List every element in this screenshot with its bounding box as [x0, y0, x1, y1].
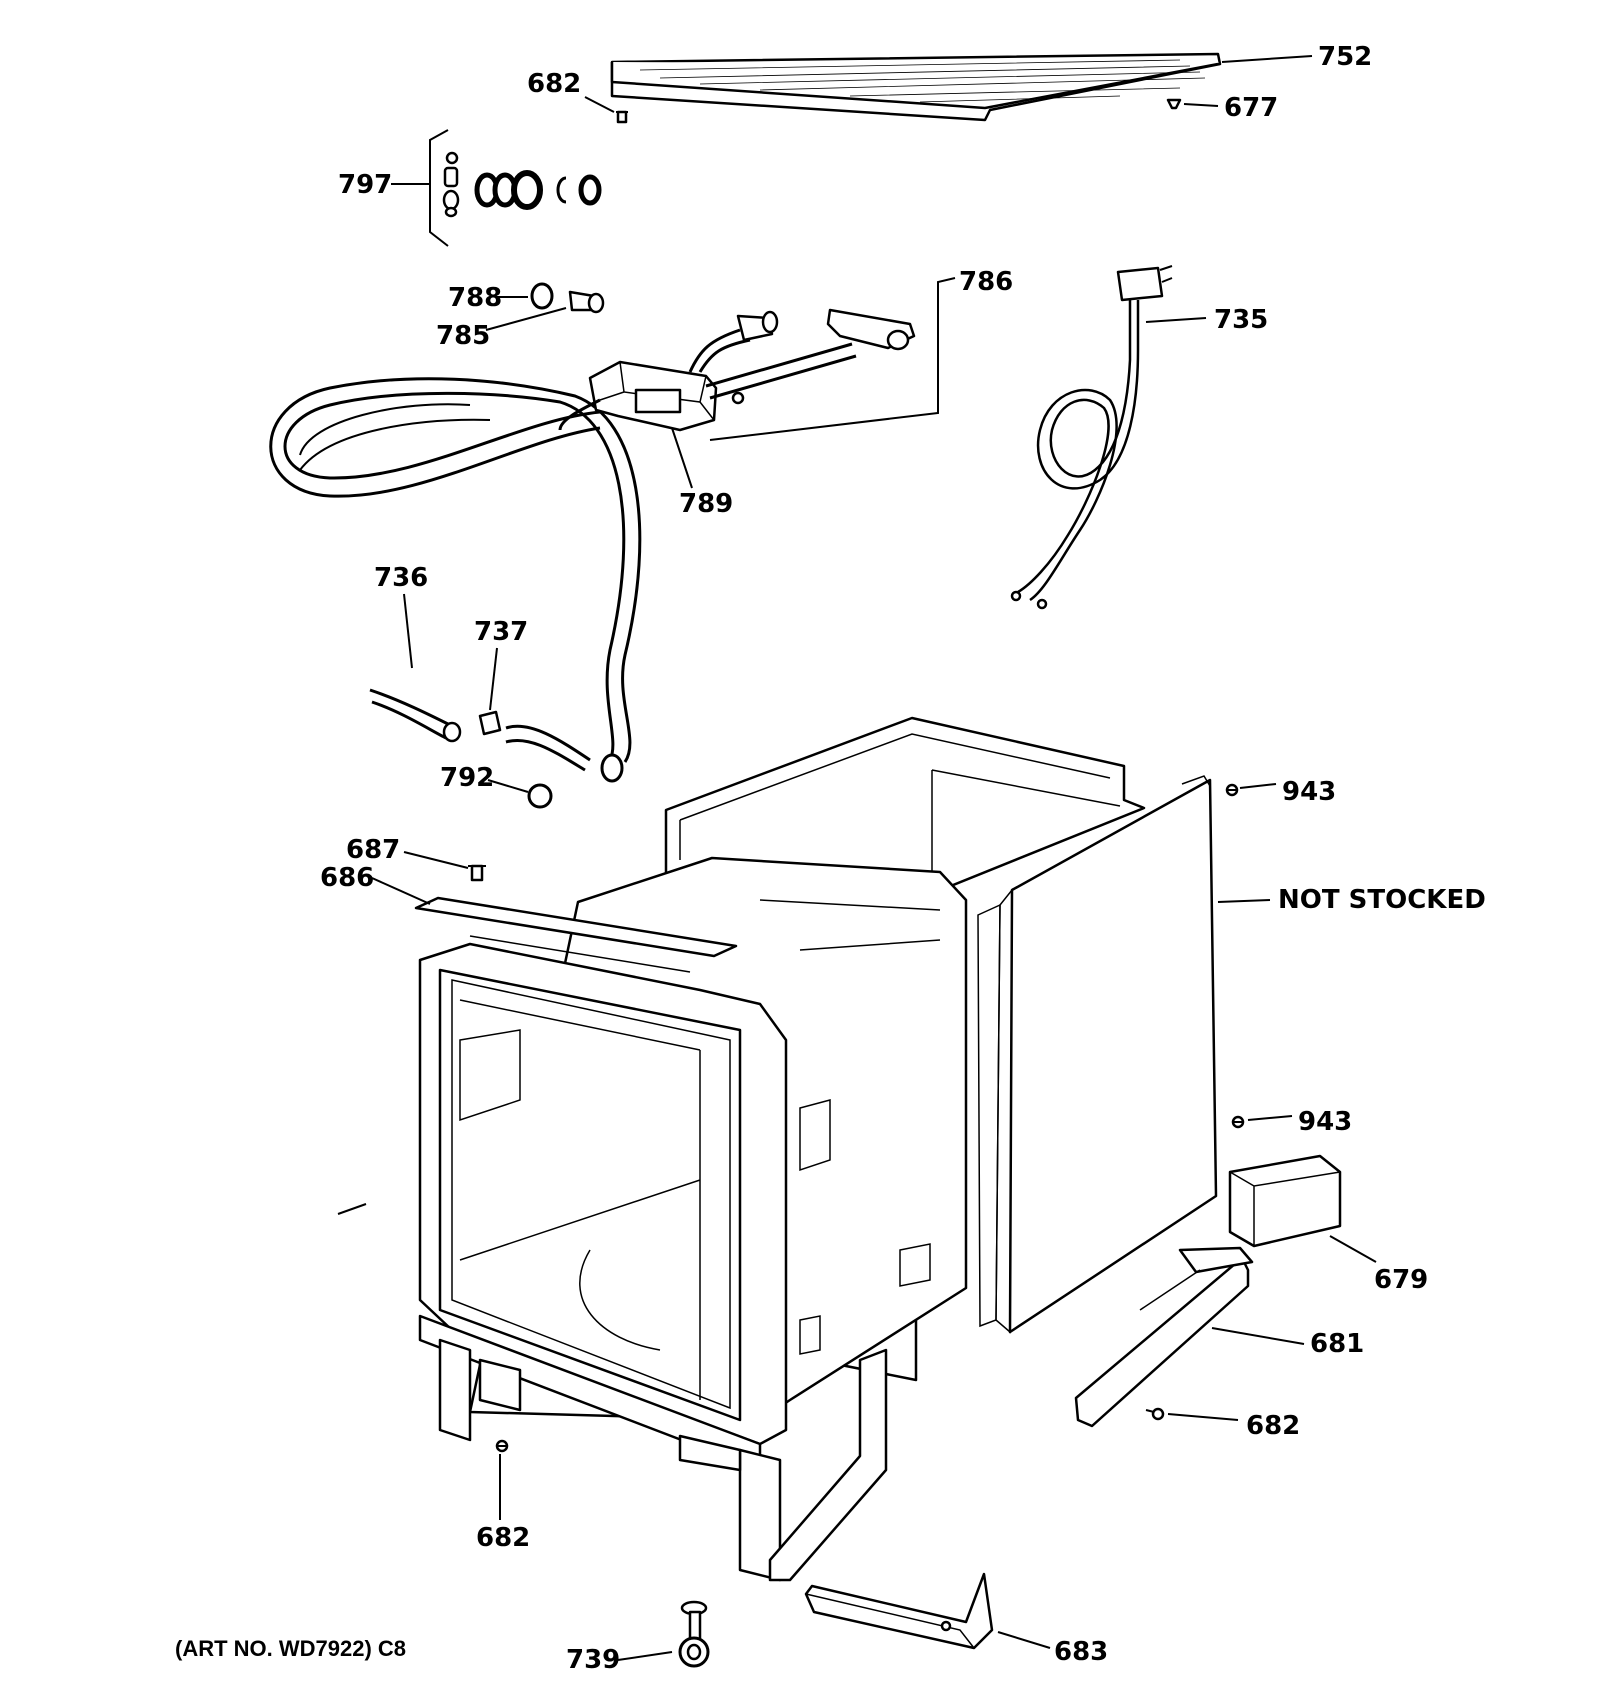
label-788: 788	[448, 283, 502, 313]
seal-kit-797	[429, 129, 602, 247]
screw-943-top	[1225, 783, 1239, 797]
leader-681	[1211, 1327, 1305, 1345]
fitting-785	[568, 290, 605, 314]
tub-assembly	[418, 856, 968, 1582]
leveling-leg-739	[678, 1600, 710, 1668]
screw-943-bottom	[1231, 1115, 1245, 1129]
label-785: 785	[436, 321, 490, 351]
label-679: 679	[1374, 1265, 1428, 1295]
label-737: 737	[474, 617, 528, 647]
label-736: 736	[374, 563, 428, 593]
leader-735	[1145, 317, 1207, 323]
art-number: (ART NO. WD7922) C8	[175, 1636, 406, 1661]
label-786: 786	[959, 267, 1013, 297]
label-797: 797	[338, 170, 392, 200]
label-943-top: 943	[1282, 777, 1336, 807]
label-687: 687	[346, 835, 400, 865]
drain-hose-extension	[505, 724, 591, 772]
fitting-792	[527, 783, 553, 809]
power-cord-735	[1010, 265, 1173, 610]
leader-789	[671, 427, 693, 489]
block-679	[1228, 1154, 1342, 1248]
label-677: 677	[1224, 93, 1278, 123]
leader-736	[403, 593, 413, 669]
leader-687	[403, 851, 469, 869]
clamp-737	[478, 710, 502, 736]
leader-677	[1183, 103, 1219, 107]
bracket-686	[414, 896, 738, 973]
leader-943-top	[1239, 783, 1277, 789]
bracket-681	[1074, 1246, 1254, 1428]
top-panel-752	[610, 52, 1222, 122]
leader-679	[1329, 1235, 1377, 1263]
label-943-bottom: 943	[1298, 1107, 1352, 1137]
leader-792	[487, 779, 529, 793]
leader-not-stocked	[1217, 899, 1271, 903]
leader-682-top	[584, 96, 615, 113]
label-682-bottom: 682	[476, 1523, 530, 1553]
label-789: 789	[679, 489, 733, 519]
leader-682-right	[1167, 1413, 1239, 1421]
stray-mark	[337, 1203, 367, 1215]
leader-786	[709, 277, 956, 441]
leader-943-bottom	[1247, 1115, 1293, 1121]
washer-788	[530, 282, 554, 310]
screw-687	[468, 864, 486, 882]
screw-682-top	[616, 110, 628, 124]
leader-785	[485, 307, 567, 331]
label-683: 683	[1054, 1637, 1108, 1667]
label-792: 792	[440, 763, 494, 793]
leader-683	[997, 1631, 1051, 1649]
label-752: 752	[1318, 42, 1372, 72]
screw-677	[1166, 98, 1182, 110]
leader-686	[371, 877, 431, 905]
screw-682-right	[1145, 1407, 1165, 1421]
hose-assembly-789	[269, 308, 916, 783]
side-panel-not-stocked	[977, 775, 1218, 1334]
drain-hose-736	[369, 688, 462, 743]
leader-752	[1221, 55, 1313, 63]
toe-bracket-683	[804, 1572, 994, 1650]
label-735: 735	[1214, 305, 1268, 335]
label-739: 739	[566, 1645, 620, 1675]
label-686: 686	[320, 863, 374, 893]
leader-739	[617, 1651, 673, 1661]
label-681: 681	[1310, 1329, 1364, 1359]
screw-682-bottom	[495, 1439, 509, 1453]
label-682-top: 682	[527, 69, 581, 99]
label-not-stocked: NOT STOCKED	[1278, 885, 1486, 915]
leader-737	[489, 647, 498, 711]
label-682-right: 682	[1246, 1411, 1300, 1441]
